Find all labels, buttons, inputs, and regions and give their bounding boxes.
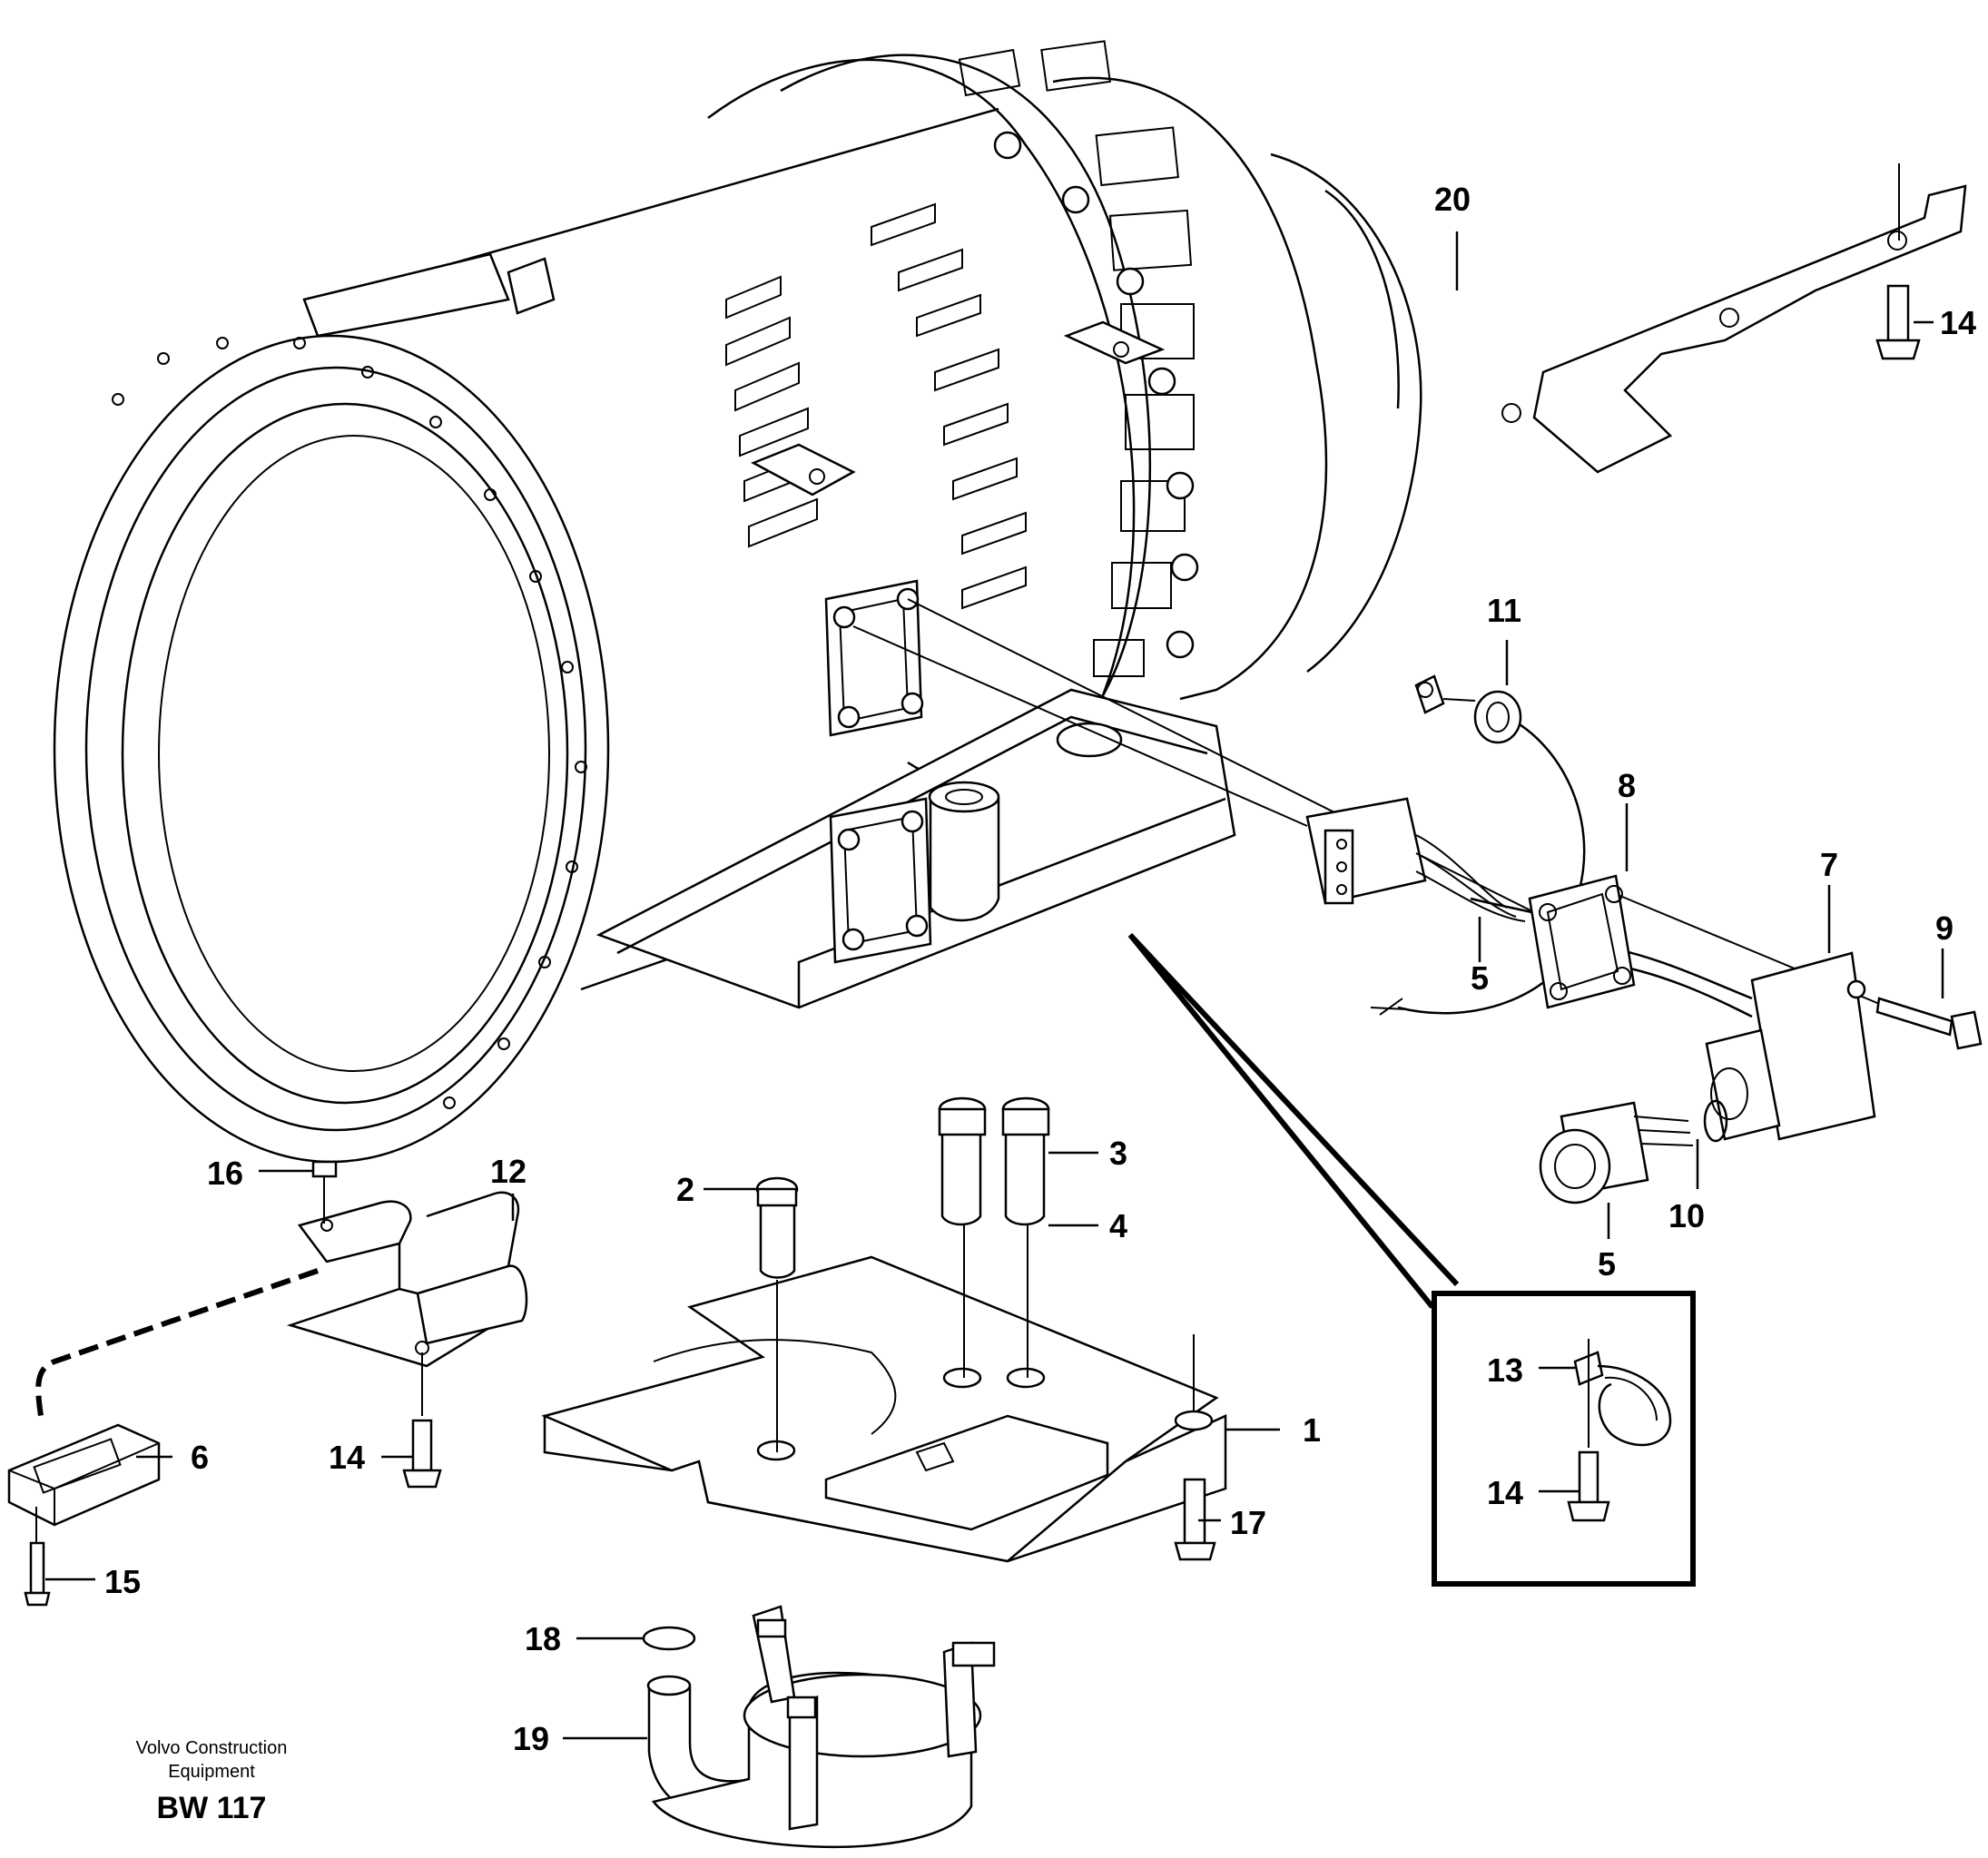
bolt-14-detail — [1567, 1339, 1610, 1522]
callout-20: 20 — [1434, 181, 1471, 218]
caption-company-line2: Equipment — [168, 1762, 255, 1782]
callout-10: 10 — [1668, 1197, 1705, 1234]
bolt-17 — [1174, 1334, 1216, 1561]
callout-4: 4 — [1109, 1207, 1127, 1244]
callout-19: 19 — [513, 1720, 549, 1757]
callout-13: 13 — [1487, 1352, 1523, 1389]
callout-12: 12 — [490, 1153, 527, 1190]
diagram-caption: Volvo Construction Equipment BW 117 — [136, 1738, 288, 1825]
module-6 — [7, 1423, 161, 1527]
wiring-harness — [852, 598, 1983, 1204]
caption-company-line1: Volvo Construction — [136, 1738, 288, 1758]
bracket-12 — [286, 1191, 528, 1368]
callout-2: 2 — [676, 1171, 694, 1208]
housing-ribs — [725, 202, 1027, 610]
callout-14-left: 14 — [329, 1439, 365, 1476]
dashed-connection — [35, 1268, 319, 1417]
sump-cover-flange-lower — [829, 797, 932, 964]
nut-16 — [311, 1160, 338, 1224]
callout-1: 1 — [1303, 1411, 1321, 1449]
rear-ring-windows — [958, 40, 1195, 677]
callout-5-upper: 5 — [1471, 959, 1489, 997]
callout-7: 7 — [1820, 846, 1838, 883]
callout-15: 15 — [104, 1563, 141, 1600]
callout-14-top: 14 — [1940, 304, 1976, 341]
flange-bolt-holes — [112, 337, 587, 1109]
callout-6: 6 — [191, 1439, 209, 1476]
callout-labels: 20 14 11 8 5 7 9 10 5 2 3 4 1 17 16 12 6… — [104, 181, 1976, 1757]
detail-leader-2 — [1127, 933, 1435, 1309]
callout-11: 11 — [1487, 592, 1521, 629]
o-ring-18 — [642, 1626, 696, 1651]
detail-leader-1 — [1127, 932, 1460, 1287]
transmission-housing — [53, 40, 1422, 1164]
bracket-20 — [1501, 184, 1967, 474]
callout-5-lower: 5 — [1598, 1245, 1616, 1283]
bolt-15 — [24, 1507, 51, 1607]
detail-box — [1432, 1291, 1696, 1587]
leader-lines — [45, 231, 1944, 1740]
sump-cover-flange-upper — [824, 579, 924, 737]
valve-body-plate — [541, 1255, 1227, 1563]
callout-9: 9 — [1935, 909, 1954, 947]
callout-17: 17 — [1230, 1504, 1266, 1541]
callout-3: 3 — [1109, 1135, 1127, 1172]
middle-flange-bolts — [993, 131, 1199, 659]
callout-16: 16 — [207, 1155, 243, 1192]
callout-8: 8 — [1618, 767, 1636, 804]
callout-18: 18 — [525, 1620, 561, 1657]
callout-14-detail: 14 — [1487, 1474, 1523, 1511]
bolt-14-left — [402, 1352, 442, 1489]
bolt-14-top — [1875, 163, 1921, 360]
plungers — [755, 1096, 1050, 1452]
strainer-19 — [646, 1605, 996, 1848]
diagram-code: BW 117 — [157, 1791, 267, 1825]
